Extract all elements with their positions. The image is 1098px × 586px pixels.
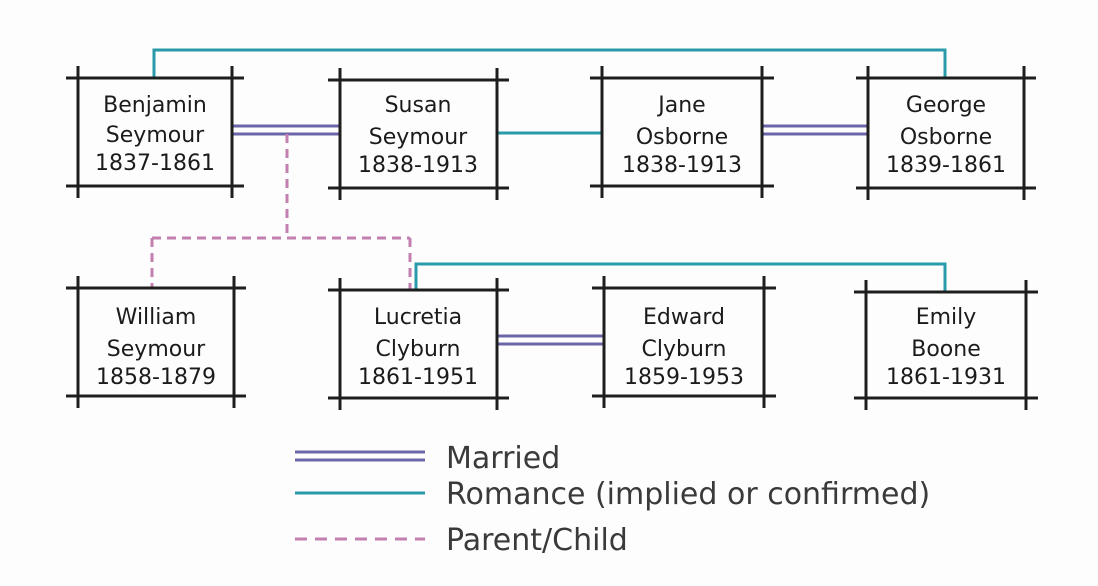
person-last-name: Seymour xyxy=(107,337,206,362)
person-years: 1861-1931 xyxy=(886,365,1006,390)
node-benjamin-box xyxy=(66,66,244,198)
node-susan-box xyxy=(328,68,509,200)
person-years: 1858-1879 xyxy=(96,365,216,390)
person-years: 1859-1953 xyxy=(624,365,744,390)
person-last-name: Seymour xyxy=(106,123,205,148)
legend-romance-label: Romance (implied or confirmed) xyxy=(446,477,930,512)
person-first-name: Emily xyxy=(916,305,977,330)
node-emily-label: Emily Boone 1861-1931 xyxy=(886,305,1006,390)
married-line-jane-george xyxy=(762,124,868,136)
node-william-label: William Seymour 1858-1879 xyxy=(96,305,216,390)
person-last-name: Seymour xyxy=(369,125,468,150)
person-last-name: Boone xyxy=(911,337,981,362)
node-lucretia-box xyxy=(328,278,509,410)
person-first-name: George xyxy=(906,93,986,118)
person-years: 1861-1951 xyxy=(358,365,478,390)
legend-parent-child-label: Parent/Child xyxy=(446,523,628,558)
node-jane-box xyxy=(590,66,774,198)
person-years: 1838-1913 xyxy=(622,153,742,178)
node-edward-label: Edward Clyburn 1859-1953 xyxy=(624,305,744,390)
node-william-box xyxy=(66,276,246,408)
person-last-name: Clyburn xyxy=(641,337,726,362)
romance-line-benjamin-george xyxy=(152,48,947,78)
person-first-name: Jane xyxy=(656,93,705,118)
node-edward-box xyxy=(592,276,776,408)
legend-married-swatch xyxy=(295,450,425,462)
romance-line-lucretia-emily xyxy=(414,262,947,292)
node-benjamin-label: Benjamin Seymour 1837-1861 xyxy=(95,93,215,176)
person-first-name: William xyxy=(116,305,197,330)
person-first-name: Susan xyxy=(385,93,452,118)
person-first-name: Lucretia xyxy=(374,305,462,330)
person-last-name: Osborne xyxy=(636,125,728,150)
person-years: 1837-1861 xyxy=(95,151,215,176)
node-susan-label: Susan Seymour 1838-1913 xyxy=(358,93,478,178)
node-george-box xyxy=(856,66,1036,200)
person-last-name: Clyburn xyxy=(375,337,460,362)
person-last-name: Osborne xyxy=(900,125,992,150)
node-emily-box xyxy=(854,280,1038,410)
married-line-lucretia-edward xyxy=(497,334,604,346)
married-line-benjamin-susan xyxy=(232,124,340,136)
person-years: 1839-1861 xyxy=(886,153,1006,178)
person-first-name: Benjamin xyxy=(103,93,207,118)
legend-married-label: Married xyxy=(446,441,560,476)
person-years: 1838-1913 xyxy=(358,153,478,178)
person-first-name: Edward xyxy=(643,305,725,330)
legend: Married Romance (implied or confirmed) P… xyxy=(295,441,930,558)
node-lucretia-label: Lucretia Clyburn 1861-1951 xyxy=(358,305,478,390)
node-george-label: George Osborne 1839-1861 xyxy=(886,93,1006,178)
node-jane-label: Jane Osborne 1838-1913 xyxy=(622,93,742,178)
parent-child-line xyxy=(150,134,412,290)
